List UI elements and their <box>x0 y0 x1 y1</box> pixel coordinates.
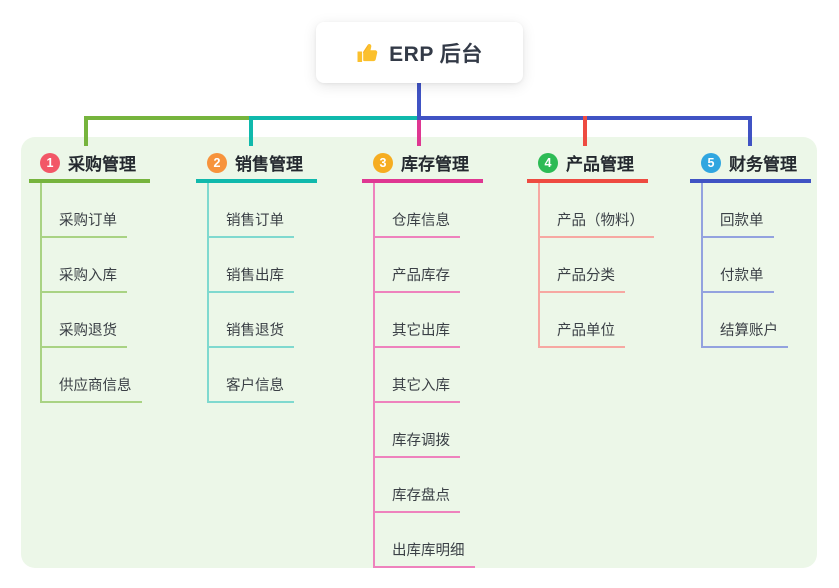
branch-title: 产品管理 <box>566 155 634 174</box>
leaf-node[interactable]: 库存调拨 <box>375 403 460 458</box>
leaf-node[interactable]: 结算账户 <box>703 293 788 348</box>
leaf-node[interactable]: 产品单位 <box>540 293 625 348</box>
leaf-node[interactable]: 产品（物料） <box>540 183 654 238</box>
leaf-node[interactable]: 回款单 <box>703 183 774 238</box>
leaf-node[interactable]: 出库库明细 <box>375 513 475 568</box>
mindmap-panel <box>21 137 817 568</box>
branch-finance: 5 财务管理 回款单付款单结算账户 <box>690 150 811 348</box>
root-title: ERP 后台 <box>389 42 483 66</box>
branch-title: 销售管理 <box>235 155 303 174</box>
connector-drop-sales <box>249 116 253 146</box>
badge-number: 1 <box>40 152 60 173</box>
badge-number: 4 <box>538 152 558 173</box>
leaf-node[interactable]: 产品分类 <box>540 238 625 293</box>
branch-header-purchase[interactable]: 1 采购管理 <box>29 150 150 183</box>
branch-inventory: 3 库存管理 仓库信息产品库存其它出库其它入库库存调拨库存盘点出库库明细 <box>362 150 483 568</box>
leaf-node[interactable]: 供应商信息 <box>42 348 142 403</box>
branch-title: 财务管理 <box>729 155 797 174</box>
branch-sales: 2 销售管理 销售订单销售出库销售退货客户信息 <box>196 150 317 403</box>
leaf-node[interactable]: 其它入库 <box>375 348 460 403</box>
connector-drop-product <box>583 116 587 146</box>
leaf-node[interactable]: 其它出库 <box>375 293 460 348</box>
leaf-node[interactable]: 销售退货 <box>209 293 294 348</box>
leaf-node[interactable]: 采购入库 <box>42 238 127 293</box>
branch-items-product: 产品（物料）产品分类产品单位 <box>538 183 654 348</box>
leaf-node[interactable]: 销售出库 <box>209 238 294 293</box>
branch-header-finance[interactable]: 5 财务管理 <box>690 150 811 183</box>
connector-drop-purchase <box>84 116 88 146</box>
leaf-node[interactable]: 销售订单 <box>209 183 294 238</box>
connector-drop-finance <box>748 116 752 146</box>
connector-horizontal-purchase <box>84 116 251 120</box>
leaf-node[interactable]: 客户信息 <box>209 348 294 403</box>
connector-drop-inventory <box>417 116 421 146</box>
leaf-node[interactable]: 产品库存 <box>375 238 460 293</box>
branch-items-purchase: 采购订单采购入库采购退货供应商信息 <box>40 183 142 403</box>
branch-product: 4 产品管理 产品（物料）产品分类产品单位 <box>527 150 654 348</box>
branch-header-inventory[interactable]: 3 库存管理 <box>362 150 483 183</box>
branch-header-sales[interactable]: 2 销售管理 <box>196 150 317 183</box>
leaf-node[interactable]: 付款单 <box>703 238 774 293</box>
root-node[interactable]: ERP 后台 <box>316 22 523 83</box>
branch-items-inventory: 仓库信息产品库存其它出库其它入库库存调拨库存盘点出库库明细 <box>373 183 475 568</box>
thumbs-up-icon <box>357 43 378 62</box>
branch-purchase: 1 采购管理 采购订单采购入库采购退货供应商信息 <box>29 150 150 403</box>
badge-number: 3 <box>373 152 393 173</box>
leaf-node[interactable]: 仓库信息 <box>375 183 460 238</box>
connector-root-trunk <box>417 83 421 120</box>
connector-horizontal-sales <box>249 116 419 120</box>
branch-title: 库存管理 <box>401 155 469 174</box>
branch-items-sales: 销售订单销售出库销售退货客户信息 <box>207 183 294 403</box>
leaf-node[interactable]: 采购订单 <box>42 183 127 238</box>
branch-title: 采购管理 <box>68 155 136 174</box>
leaf-node[interactable]: 库存盘点 <box>375 458 460 513</box>
leaf-node[interactable]: 采购退货 <box>42 293 127 348</box>
branch-header-product[interactable]: 4 产品管理 <box>527 150 648 183</box>
badge-number: 2 <box>207 152 227 173</box>
badge-number: 5 <box>701 152 721 173</box>
branch-items-finance: 回款单付款单结算账户 <box>701 183 788 348</box>
